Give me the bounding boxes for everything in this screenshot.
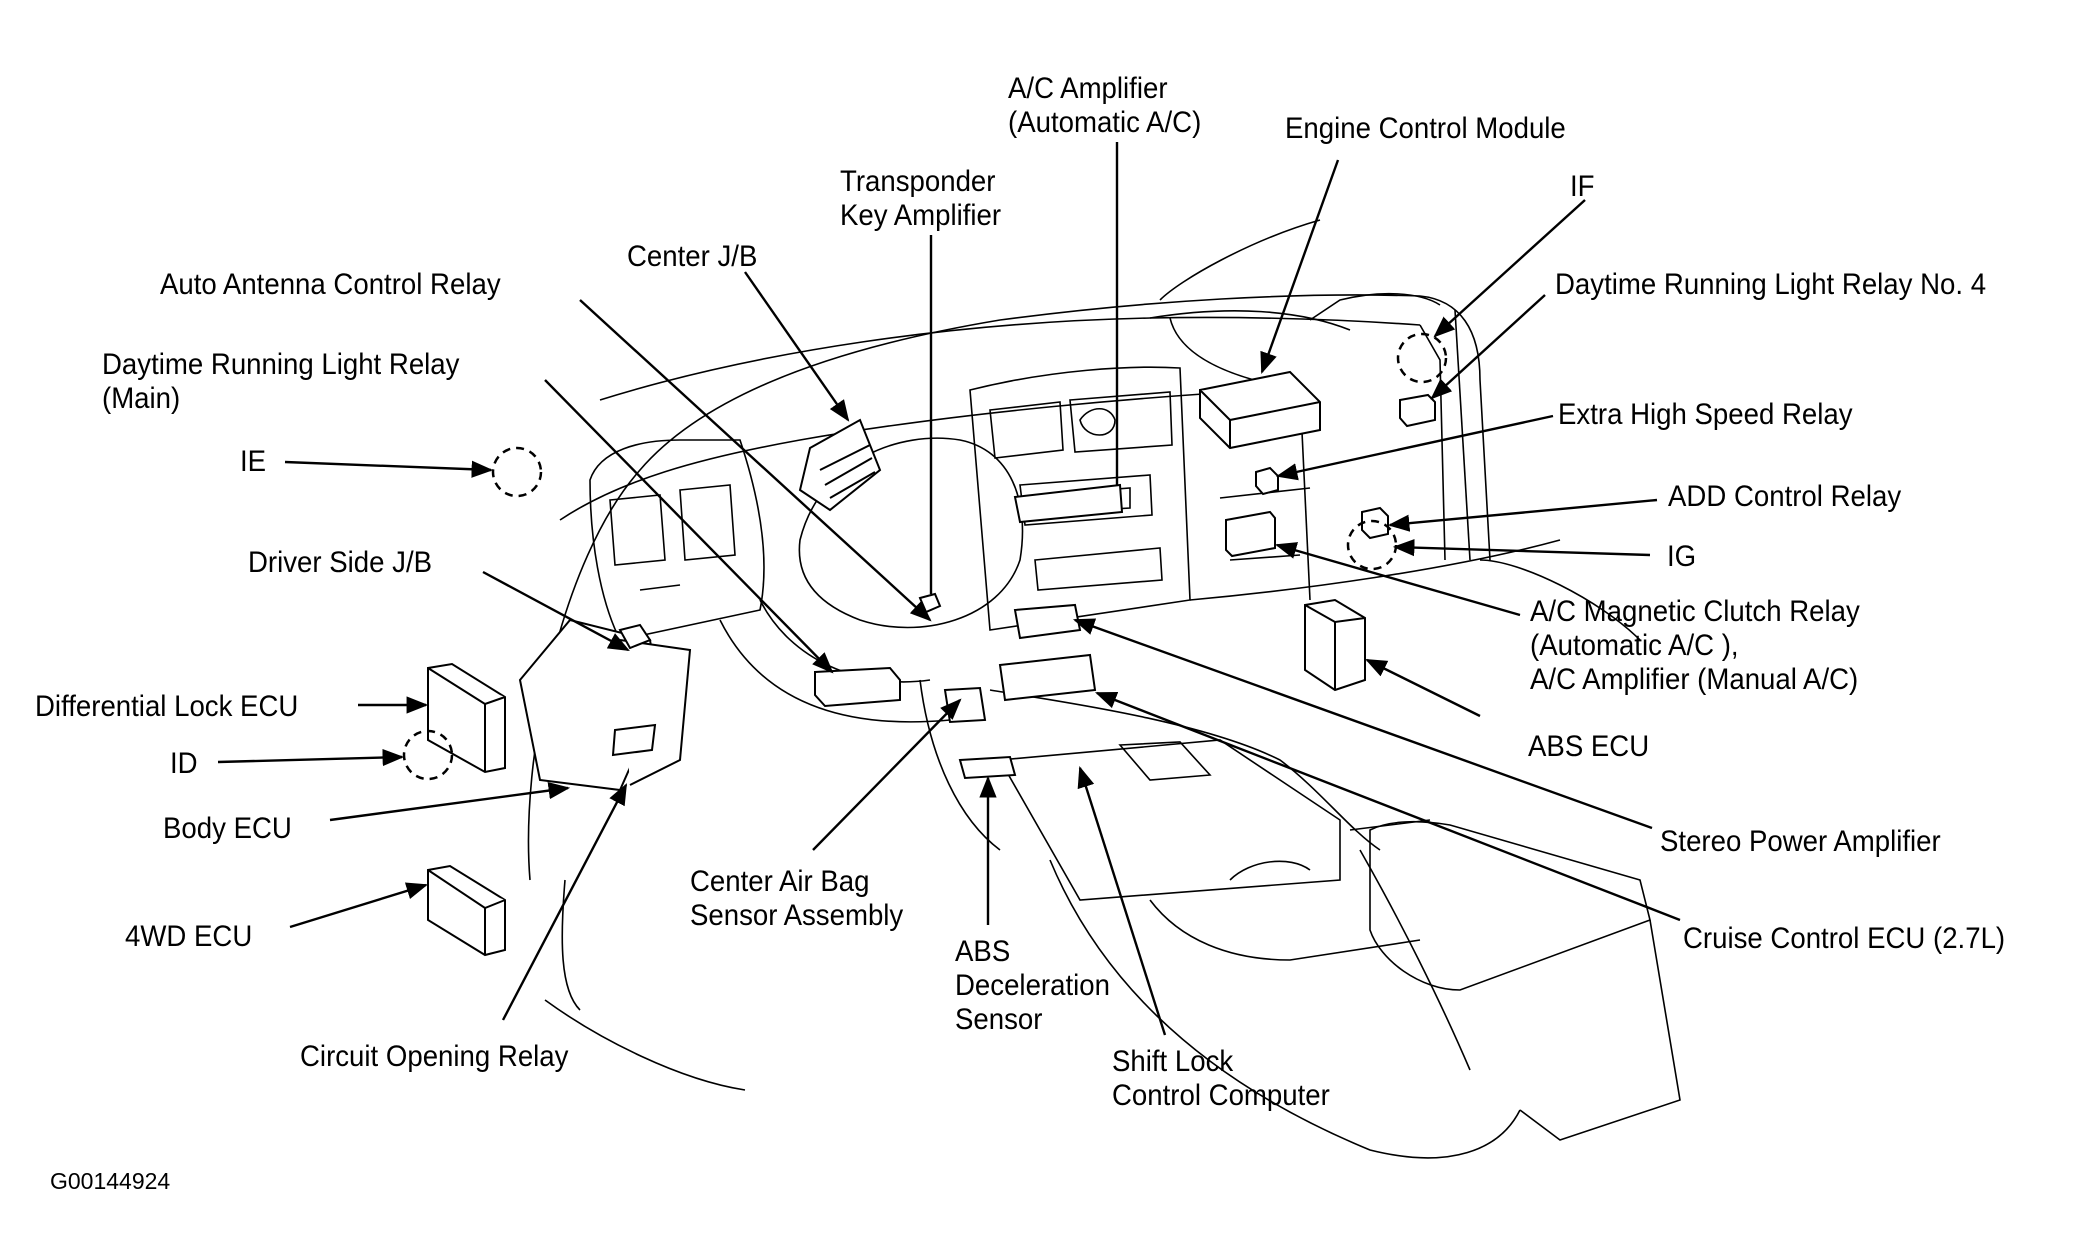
leader-body-ecu	[329, 782, 571, 822]
leader-abs-ecu	[1365, 658, 1481, 718]
leader-center-air-bag	[812, 698, 962, 851]
label-ac-amplifier-auto: A/C Amplifier (Automatic A/C)	[1008, 72, 1202, 139]
label-ig: IG	[1667, 540, 1697, 573]
leader-cruise-control	[1094, 691, 1681, 922]
label-ac-magnetic-clutch-relay: A/C Magnetic Clutch Relay (Automatic A/C…	[1530, 595, 1860, 696]
label-auto-antenna-control-relay: Auto Antenna Control Relay	[160, 268, 501, 301]
label-abs-deceleration-sensor: ABS Deceleration Sensor	[955, 935, 1110, 1036]
leader-id	[217, 748, 405, 767]
label-body-ecu: Body ECU	[163, 812, 292, 845]
leader-add-control-relay	[1387, 498, 1658, 532]
label-driver-side-jb: Driver Side J/B	[248, 546, 433, 579]
label-engine-control-module: Engine Control Module	[1285, 112, 1566, 145]
label-shift-lock-control-computer: Shift Lock Control Computer	[1112, 1045, 1330, 1112]
label-drl-relay-no4: Daytime Running Light Relay No. 4	[1555, 268, 1987, 301]
components	[427, 370, 1436, 957]
label-drl-relay-main: Daytime Running Light Relay (Main)	[102, 348, 460, 415]
ie-circle	[491, 446, 543, 498]
leader-circuit-opening	[501, 783, 628, 1021]
leader-ie	[284, 460, 494, 478]
leader-auto-antenna	[579, 299, 932, 622]
label-center-air-bag-sensor: Center Air Bag Sensor Assembly	[690, 865, 904, 932]
label-stereo-power-amplifier: Stereo Power Amplifier	[1660, 825, 1941, 858]
label-ie: IE	[240, 445, 267, 478]
label-4wd-ecu: 4WD ECU	[125, 920, 253, 953]
leader-extra-high-speed	[1275, 414, 1554, 481]
leader-center-jb	[744, 271, 850, 422]
leader-if	[1433, 199, 1586, 338]
figure-id: G00144924	[50, 1168, 171, 1194]
label-abs-ecu: ABS ECU	[1528, 730, 1650, 763]
leader-drl-main	[544, 379, 834, 674]
label-if: IF	[1570, 170, 1595, 203]
label-add-control-relay: ADD Control Relay	[1668, 480, 1902, 513]
leader-driver-side-jb	[482, 570, 630, 652]
label-differential-lock-ecu: Differential Lock ECU	[35, 690, 299, 723]
label-cruise-control-ecu: Cruise Control ECU (2.7L)	[1683, 922, 2006, 955]
leader-ac-magnetic-clutch	[1274, 542, 1521, 617]
label-center-jb: Center J/B	[627, 240, 758, 273]
leader-engine-control-module	[1260, 159, 1340, 375]
label-extra-high-speed-relay: Extra High Speed Relay	[1558, 398, 1853, 431]
leader-drl-no4	[1430, 294, 1546, 400]
label-circuit-opening-relay: Circuit Opening Relay	[300, 1040, 569, 1073]
label-transponder-key-amplifier: Transponder Key Amplifier	[840, 165, 1002, 232]
leader-shift-lock	[1077, 765, 1167, 1036]
leader-4wd-ecu	[289, 882, 429, 929]
leader-ig	[1392, 538, 1651, 557]
if-circle	[1396, 332, 1448, 384]
label-id: ID	[170, 747, 198, 780]
leader-stereo-amp	[1072, 618, 1653, 830]
leader-lines	[217, 142, 1681, 1036]
